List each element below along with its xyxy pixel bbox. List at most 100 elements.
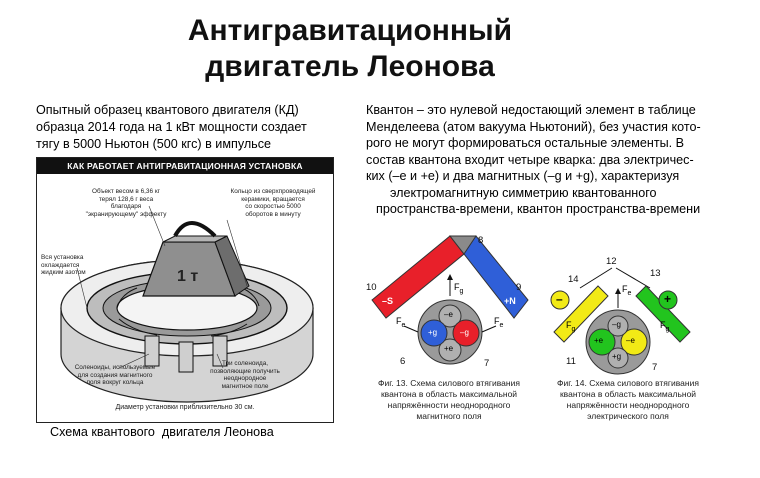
fig13-force-fg: Fg <box>454 282 463 295</box>
fig13-label-7: 7 <box>484 358 490 369</box>
annotation-weight-loss: Объект весом в 6,36 кг терял 128,6 г вес… <box>83 188 169 218</box>
diameter-note: Диаметр установки приблизительно 30 см. <box>115 404 255 411</box>
caption-line: напряжённости неоднородного <box>566 400 690 410</box>
fig14-plus-sign: + <box>664 292 672 306</box>
fig13-caption: Фиг. 13. Схема силового втягивания квант… <box>364 378 534 422</box>
quark-e-minus <box>620 328 648 356</box>
force-subscript: e <box>401 321 406 329</box>
electrode-negative <box>553 285 609 343</box>
fig14-g-minus: –g <box>612 320 621 329</box>
force-arrow-fe-left <box>403 325 419 333</box>
force-subscript: g <box>665 325 670 333</box>
annotation-line: Объект весом в 6,36 кг <box>92 188 160 195</box>
fig13-g-minus: –g <box>460 328 469 337</box>
quanton-sphere <box>585 309 651 375</box>
test-weight-top <box>162 235 228 243</box>
fig13-label-8: 8 <box>478 235 484 246</box>
left-text-line: тягу в 5000 Ньютон (500 кгс) в импульсе <box>36 137 272 151</box>
fig14-label-13: 13 <box>650 268 661 279</box>
page-title-line-2: двигатель Леонова <box>205 50 495 83</box>
installation-figure: КАК РАБОТАЕТ АНТИГРАВИТАЦИОННАЯ УСТАНОВК… <box>36 157 334 423</box>
fig14-force-fg-right: Fg <box>660 320 669 333</box>
quark-e-plus <box>588 328 616 356</box>
right-text-line: Квантон – это нулевой недостающий элемен… <box>366 103 696 117</box>
fig14-label-14: 14 <box>568 274 579 285</box>
fig14-g-plus: +g <box>612 352 622 361</box>
annotation-line: благодаря <box>110 203 142 211</box>
force-arrow-fe-right <box>481 325 497 333</box>
force-arrow-head <box>615 288 621 294</box>
right-text-line: пространства-времени, квантон пространст… <box>376 202 701 216</box>
quark-g-minus <box>452 319 480 347</box>
force-symbol: F <box>494 316 500 326</box>
caption-line: магнитного поля <box>416 411 482 421</box>
annotation-line: поля вокруг кольца <box>86 379 144 387</box>
force-symbol: F <box>622 284 628 294</box>
left-description: Опытный образец квантового двигателя (КД… <box>36 102 336 153</box>
fig13-force-fe-left: Fe <box>396 316 405 329</box>
fig14-minus-sign: – <box>556 292 563 306</box>
left-figure-caption: Схема квантового двигателя Леонова <box>50 425 274 439</box>
fig14-caption: Фиг. 14. Схема силового втягивания квант… <box>540 378 716 422</box>
force-subscript: g <box>459 287 464 295</box>
annotation-line: терял 128,6 г веса <box>98 195 154 203</box>
weight-label: 1 т <box>177 268 199 285</box>
page-title-line-1: Антигравитационный <box>187 14 513 47</box>
quark-g-minus <box>607 315 629 337</box>
caption-line: Фиг. 13. Схема силового втягивания <box>378 378 520 388</box>
fig13-g-plus: +g <box>428 328 438 337</box>
right-text-line: состав квантона входит четыре кварка: дв… <box>366 152 694 167</box>
fig13-pole-s: –S <box>382 296 394 306</box>
force-subscript: e <box>627 289 632 297</box>
quark-g-plus <box>420 319 448 347</box>
charge-plus <box>658 290 678 310</box>
solenoid-post <box>212 335 228 367</box>
figure-header: КАК РАБОТАЕТ АНТИГРАВИТАЦИОННАЯ УСТАНОВК… <box>37 158 333 174</box>
fig14-label-7: 7 <box>652 362 658 373</box>
fig13-pole-n: +N <box>504 296 516 306</box>
annotation-line: Кольцо из сверхпроводящей <box>230 188 316 195</box>
annotation-line: со скоростью 5000 <box>245 203 301 211</box>
fig14-diagram <box>550 267 691 375</box>
fig14-leader-right <box>615 267 651 289</box>
force-symbol: F <box>396 316 402 326</box>
magnet-arm-n <box>463 235 529 319</box>
fig13-label-6: 6 <box>400 356 406 367</box>
annotation-line: "экранирующему" эффекту <box>85 210 167 218</box>
solenoid-post <box>178 341 194 373</box>
caption-line: напряжённости неоднородного <box>387 400 511 410</box>
annotation-line: Три соленоида, <box>221 360 269 367</box>
force-subscript: e <box>499 321 504 329</box>
force-symbol: F <box>566 320 572 330</box>
annotation-line: для создания магнитного <box>77 371 153 379</box>
left-text-line: Опытный образец квантового двигателя (КД… <box>36 103 299 117</box>
force-symbol: F <box>660 320 666 330</box>
fig14-force-fg-left: Fg <box>566 320 575 333</box>
rotation-arrow <box>116 287 138 309</box>
annotation-line: жидким азотом <box>41 269 86 277</box>
right-text-line: Менделеева (атом вакуума Ньютоний), без … <box>366 119 701 134</box>
fig14-label-11: 11 <box>566 356 576 367</box>
annotation-three-solenoids: Три соленоида, позволяющие получить неод… <box>197 360 293 390</box>
annotation-line: магнитное поле <box>221 382 269 390</box>
annotation-line: керамики, вращается <box>241 195 305 203</box>
fig13-diagram <box>371 235 529 365</box>
force-symbol: F <box>454 282 460 292</box>
left-text-line: образца 2014 года на 1 кВт мощности созд… <box>36 120 307 134</box>
fig14-force-fe: Fe <box>622 284 631 297</box>
right-text-line: электромагнитную симметрию квантованного <box>390 185 657 200</box>
quark-g-plus <box>607 347 629 369</box>
fig14-e-plus: +e <box>594 336 604 345</box>
annotation-line: Соленоиды, используемые <box>74 364 156 371</box>
right-text-line: рого не могут формироваться остальные эл… <box>366 136 685 150</box>
fig14-label-12: 12 <box>606 256 617 267</box>
rotation-arrow <box>118 318 158 336</box>
fig13-force-fe-right: Fe <box>494 316 503 329</box>
right-description: Квантон – это нулевой недостающий элемен… <box>366 102 736 218</box>
test-weight-handle <box>173 221 217 238</box>
quark-e-minus <box>438 304 462 328</box>
fig13-e-minus: –e <box>444 310 453 319</box>
fig14-leader-left <box>579 267 613 289</box>
annotation-line: охлаждается <box>41 261 80 269</box>
annotation-cooling: Вся установка охлаждается жидким азотом <box>41 254 97 277</box>
